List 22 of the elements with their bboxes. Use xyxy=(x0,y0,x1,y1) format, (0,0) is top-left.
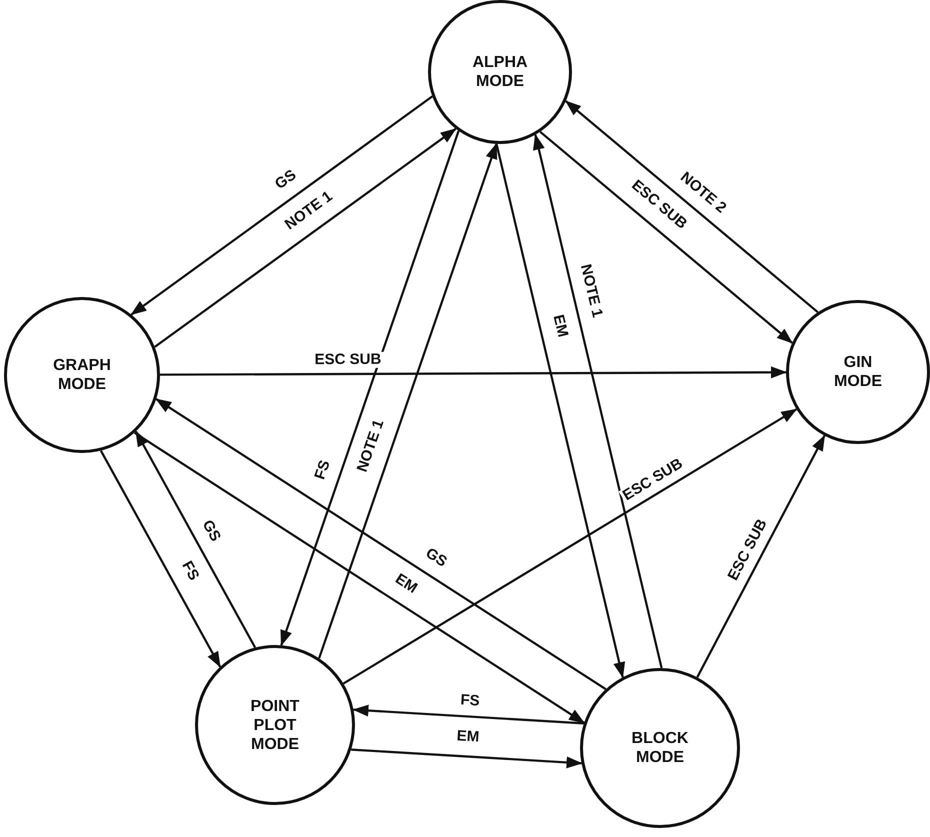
arrow xyxy=(318,142,498,659)
arrow xyxy=(696,434,826,678)
arrow xyxy=(280,130,460,646)
arrow xyxy=(351,748,582,768)
arrow xyxy=(565,100,818,314)
arrow xyxy=(100,450,222,668)
state-label: BLOCK MODE xyxy=(630,729,690,767)
arrow xyxy=(134,432,585,724)
arrow xyxy=(134,430,256,648)
arrow xyxy=(495,144,626,678)
state-label: ALPHA MODE xyxy=(471,53,529,91)
arrow xyxy=(352,704,584,724)
arrow xyxy=(154,128,456,348)
state-label: POINT PLOT MODE xyxy=(250,696,300,754)
state-label: GRAPH MODE xyxy=(52,356,112,394)
arrow xyxy=(160,366,787,378)
arrow xyxy=(130,96,433,316)
arrow xyxy=(342,408,798,685)
arrow xyxy=(155,398,606,690)
arrow xyxy=(540,130,793,344)
arrow xyxy=(533,134,663,668)
state-label: GIN MODE xyxy=(833,353,883,391)
